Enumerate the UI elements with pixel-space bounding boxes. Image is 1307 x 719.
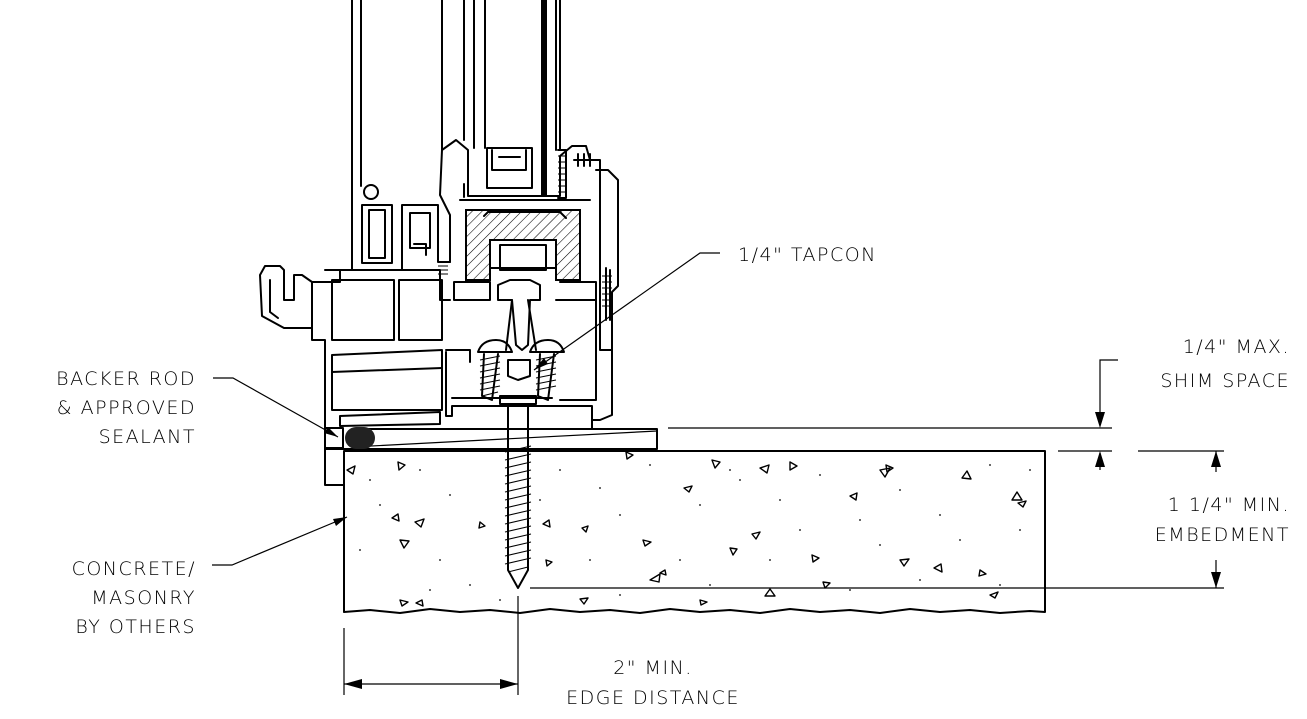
tapcon-label: 1/4" TAPCON [738, 244, 877, 266]
concrete-substrate [343, 450, 1046, 614]
backer-rod-leader [213, 377, 339, 438]
backer-rod-label-line3: SEALANT [99, 426, 196, 448]
shim-space-label-line1: 1/4" MAX. [1183, 336, 1290, 358]
window-frame-profile [259, 0, 619, 450]
edge-distance-label-line2: EDGE DISTANCE [566, 687, 740, 709]
embedment-label-line1: 1 1/4" MIN. [1168, 494, 1290, 516]
callout-labels: 1/4" TAPCON 1/4" MAX. SHIM SPACE BACKER … [56, 244, 1290, 709]
concrete-label-line1: CONCRETE/ [72, 558, 196, 580]
backer-rod [324, 427, 375, 486]
concrete-leader [212, 516, 348, 566]
tapcon-leader [533, 252, 720, 371]
embedment-dimension [530, 450, 1224, 589]
backer-rod-label-line1: BACKER ROD [56, 368, 196, 390]
edge-distance-dimension [343, 596, 519, 695]
tapcon-anchor [499, 395, 537, 589]
shim [324, 428, 658, 450]
shim-space-label-line2: SHIM SPACE [1160, 370, 1290, 392]
concrete-label-line3: BY OTHERS [75, 616, 196, 638]
shim-space-dimension [668, 359, 1118, 470]
embedment-label-line2: EMBEDMENT [1155, 524, 1290, 546]
backer-rod-label-line2: & APPROVED [57, 397, 196, 419]
concrete-label-line2: MASONRY [91, 587, 196, 609]
edge-distance-label-line1: 2" MIN. [613, 657, 693, 679]
